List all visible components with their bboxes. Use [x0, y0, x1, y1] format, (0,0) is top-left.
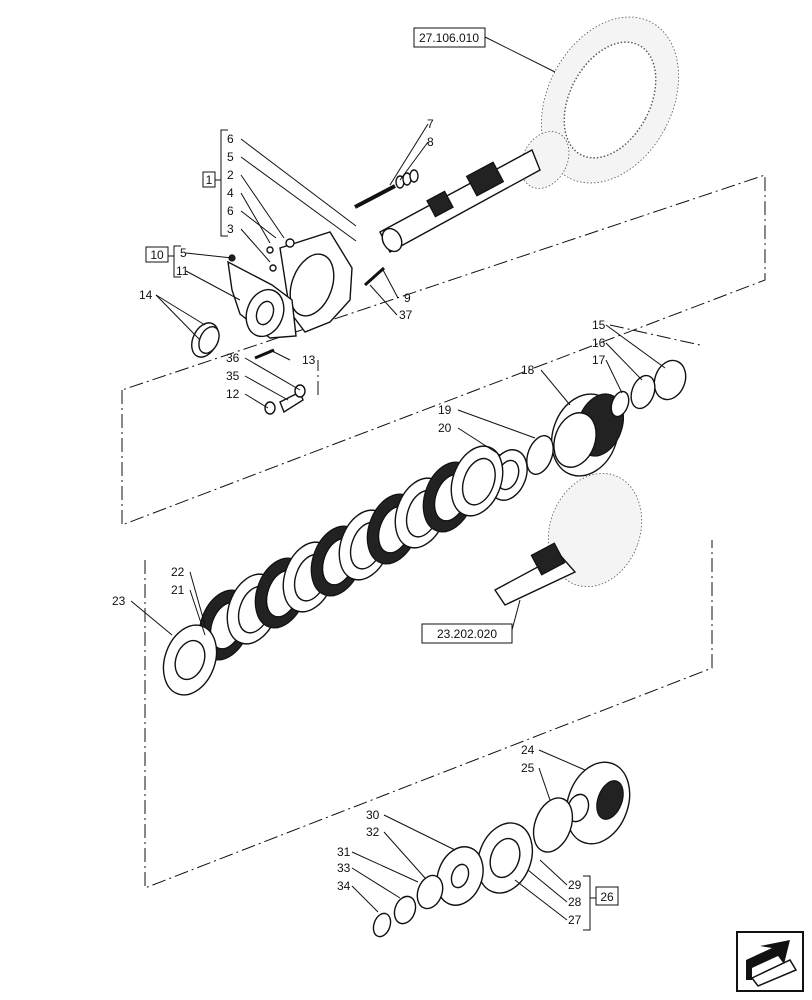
housing — [279, 231, 353, 333]
next-page-arrow-icon[interactable] — [736, 931, 804, 992]
kit-label-1: 1 — [206, 173, 213, 187]
callout: 27 — [568, 913, 582, 927]
end-plate — [162, 624, 218, 696]
callout: 31 — [337, 845, 351, 859]
clutch-disc-stack — [198, 445, 504, 661]
callout: 34 — [337, 879, 351, 893]
callout: 24 — [521, 743, 535, 757]
kit-label-10: 10 — [150, 248, 164, 262]
ring-gear — [520, 16, 679, 189]
callout: 5 — [180, 246, 187, 260]
planet-carrier — [493, 472, 643, 606]
callout: 19 — [438, 403, 452, 417]
reference-23-202-020: 23.202.020 — [437, 627, 497, 641]
reference-boxes — [145, 27, 619, 906]
seal-ring-14 — [191, 322, 220, 358]
pin-and-springs — [354, 169, 419, 209]
callout: 33 — [337, 861, 351, 875]
callout: 2 — [227, 168, 234, 182]
labels: 27.106.010 23.202.020 1 10 26 6 5 2 4 6 … — [112, 31, 614, 927]
callout: 29 — [568, 878, 582, 892]
callout: 14 — [139, 288, 153, 302]
callout: 13 — [302, 353, 316, 367]
callout: 23 — [112, 594, 126, 608]
callout: 12 — [226, 387, 240, 401]
callout: 9 — [404, 291, 411, 305]
callout: 35 — [226, 369, 240, 383]
callout: 6 — [227, 204, 234, 218]
callout: 3 — [227, 222, 234, 236]
callout: 32 — [366, 825, 380, 839]
callout: 8 — [427, 135, 434, 149]
phantom-lines — [121, 174, 766, 889]
callout: 11 — [176, 264, 189, 278]
callout: 20 — [438, 421, 452, 435]
callout: 15 — [592, 318, 606, 332]
callout: 36 — [226, 351, 240, 365]
callout: 4 — [227, 186, 234, 200]
callout: 18 — [521, 363, 535, 377]
callout: 21 — [171, 583, 185, 597]
kit-brackets — [168, 129, 596, 931]
clutch-disc-bore — [461, 457, 496, 506]
piston-group — [372, 761, 631, 938]
callout: 7 — [427, 117, 434, 131]
callout: 28 — [568, 895, 582, 909]
clutch-drum — [550, 359, 687, 477]
reference-27-106-010: 27.106.010 — [419, 31, 479, 45]
leader-lines — [130, 36, 666, 921]
pinion-shaft — [379, 149, 541, 253]
callout: 37 — [399, 308, 413, 322]
callout: 25 — [521, 761, 535, 775]
bolts — [254, 246, 386, 360]
bearing-carrier — [227, 254, 297, 339]
callout: 22 — [171, 565, 185, 579]
callout: 30 — [366, 808, 380, 822]
callout: 5 — [227, 150, 234, 164]
callout: 17 — [592, 353, 606, 367]
callout: 16 — [592, 336, 606, 350]
callout: 6 — [227, 132, 234, 146]
kit-label-26: 26 — [600, 890, 614, 904]
